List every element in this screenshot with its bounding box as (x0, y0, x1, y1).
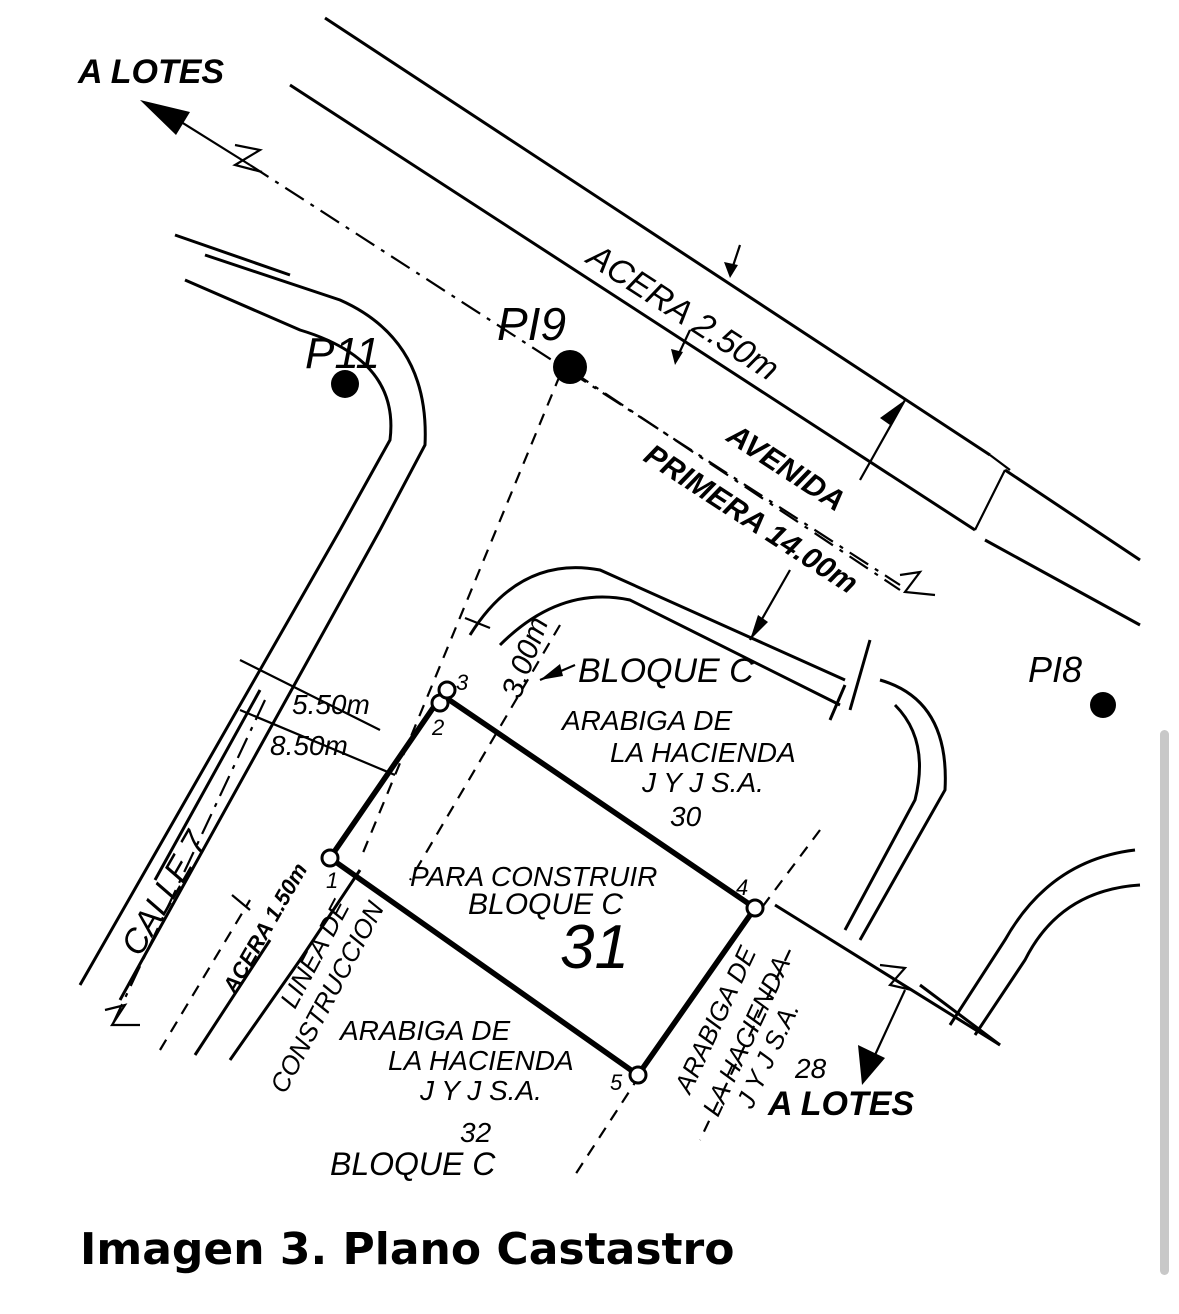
acera-top-label: ACERA 2.50m (579, 236, 786, 389)
calle-7-label: CALLE 7 (114, 824, 215, 962)
point-pi9-label: PI9 (497, 298, 566, 350)
vertex-2-label: 2 (431, 715, 444, 740)
dim-5-50-label: 5.50m (292, 689, 370, 720)
vertex-1-label: 1 (326, 868, 338, 893)
bloque-c-top-label: BLOQUE C (578, 652, 754, 690)
vertex-3-label: 3 (456, 670, 469, 695)
lot-30-owner-line3: J Y J S.A. (641, 767, 764, 798)
figure-caption: Imagen 3. Plano Castastro (80, 1224, 735, 1275)
para-construir-label: PARA CONSTRUIR (410, 861, 657, 892)
calle-7-lines (78, 233, 427, 1061)
vertex-4-label: 4 (736, 875, 748, 900)
point-pi8-marker (1090, 692, 1116, 718)
dashed-lines (358, 369, 901, 1176)
vertex-5-label: 5 (610, 1070, 623, 1095)
bloque-c-bottom-label: BLOQUE C (330, 1146, 496, 1182)
dim-3-00-label: 3.00m (496, 613, 556, 703)
vertical-scrollbar[interactable] (1160, 730, 1169, 1275)
point-p11-marker (331, 370, 359, 398)
bloque-c-mid-label: BLOQUE C (468, 888, 623, 921)
lotes-bottom-label: A LOTES (767, 1085, 914, 1123)
break-marks (104, 143, 1011, 1027)
dim-8-50-label: 8.50m (270, 730, 348, 761)
lot-30-owner-line1: ARABIGA DE (560, 705, 732, 736)
point-pi9-marker (553, 350, 587, 384)
vertices (320, 680, 765, 1085)
point-p11-label: P11 (305, 329, 380, 378)
cadastral-plan: A LOTES ACERA 2.50m AVENIDA PRIMERA 14.0… (77, 16, 1141, 1182)
right-block (774, 639, 1141, 1047)
arrows (140, 100, 906, 1085)
avenida-lines (249, 16, 1141, 707)
lot-30-owner-line2: LA HACIENDA (610, 737, 796, 768)
lot-32-owner-line2: LA HACIENDA (388, 1045, 574, 1076)
point-pi8-label: PI8 (1028, 649, 1082, 690)
lot-28-number: 28 (794, 1053, 827, 1084)
lot-30-number: 30 (670, 801, 702, 832)
lot-32-owner-line3: J Y J S.A. (419, 1075, 542, 1106)
lot-31-number: 31 (560, 913, 629, 982)
lot-32-owner-line1: ARABIGA DE (338, 1015, 510, 1046)
lot-32-number: 32 (460, 1117, 492, 1148)
lotes-top-label: A LOTES (77, 53, 224, 91)
